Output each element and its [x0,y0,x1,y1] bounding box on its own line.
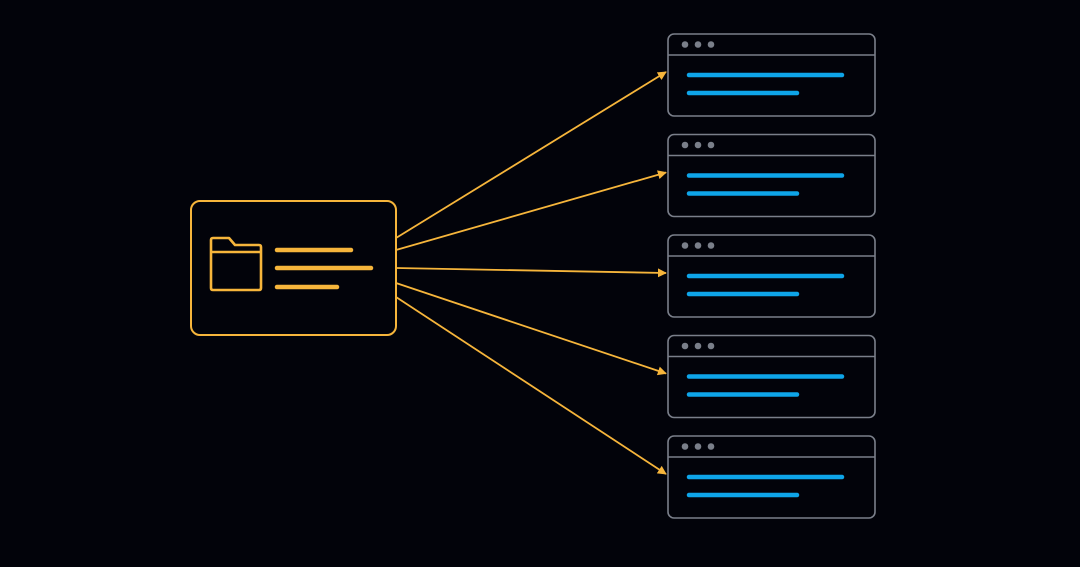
window-control-dot [707,242,715,249]
window-control-dot [681,41,689,48]
window-control-dot [694,141,702,149]
window-control-dot [681,242,689,249]
arrow-to-window [395,170,667,251]
arrow-to-window [395,71,667,239]
arrow-to-window [395,296,667,475]
target-window-2 [667,133,876,218]
window-control-dot [707,141,715,149]
target-window-5 [667,435,876,519]
window-control-dot [707,443,715,450]
window-control-dot [694,342,702,350]
browser-window-icon [667,133,876,218]
window-control-dot [681,443,689,450]
window-control-dot [707,342,715,350]
arrow-to-window [395,282,667,376]
source-card [190,200,397,336]
target-window-3 [667,234,876,318]
window-control-dot [694,242,702,249]
browser-window-icon [667,33,876,117]
target-window-4 [667,334,876,419]
arrows [395,71,667,475]
browser-window-icon [667,334,876,419]
source-text-lines [274,247,374,290]
folder-icon [209,236,263,292]
window-control-dot [694,41,702,48]
window-control-dot [694,443,702,450]
window-control-dot [681,342,689,350]
arrow-to-window [395,267,667,278]
target-windows [667,33,876,519]
browser-window-icon [667,234,876,318]
browser-window-icon [667,435,876,519]
window-control-dot [681,141,689,149]
target-window-1 [667,33,876,117]
window-control-dot [707,41,715,48]
